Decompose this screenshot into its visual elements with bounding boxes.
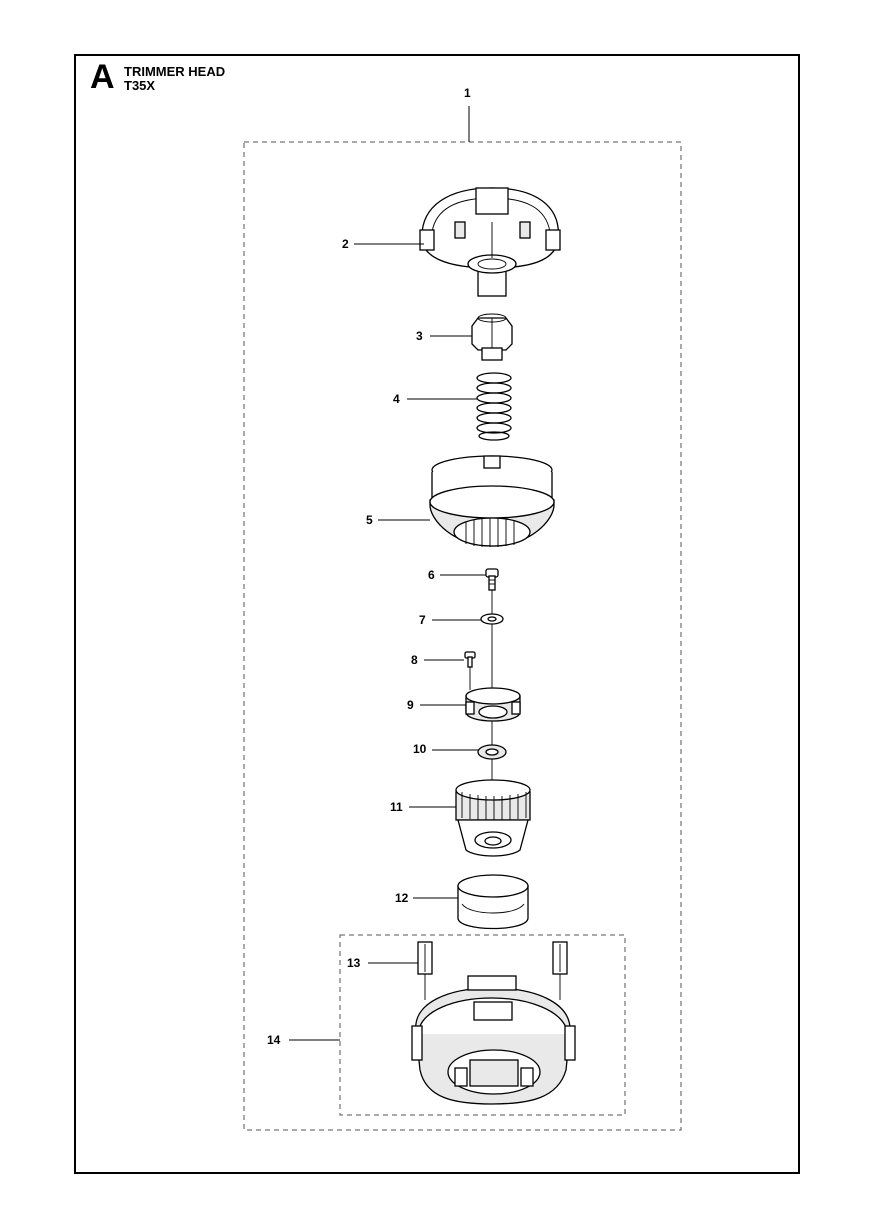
diagram-title: TRIMMER HEAD T35X — [124, 65, 225, 92]
callout-12: 12 — [395, 891, 409, 905]
callout-3: 3 — [416, 329, 423, 343]
part-10-nut — [477, 744, 507, 760]
callout-11: 11 — [390, 800, 403, 814]
callout-8: 8 — [411, 653, 418, 667]
model-text: T35X — [124, 77, 156, 93]
callout-1: 1 — [464, 86, 471, 100]
part-7-washer — [480, 613, 504, 625]
part-2-cover — [419, 187, 561, 297]
assembly-14-outline — [339, 934, 626, 1116]
callout-9: 9 — [407, 698, 414, 712]
part-3-adapter — [471, 313, 513, 361]
part-14-housing — [411, 975, 576, 1105]
callout-4: 4 — [393, 392, 400, 406]
part-4-spring — [476, 372, 512, 441]
part-12-cap — [457, 874, 529, 930]
callout-13: 13 — [347, 956, 361, 970]
part-11-knob — [455, 779, 531, 857]
callout-7: 7 — [419, 613, 426, 627]
callout-10: 10 — [413, 742, 427, 756]
part-13-clips — [417, 941, 568, 1000]
section-letter: A — [90, 58, 115, 96]
title-text: TRIMMER HEAD — [124, 64, 226, 79]
part-9-holder — [465, 687, 521, 722]
callout-6: 6 — [428, 568, 435, 582]
assembly-1-outline — [243, 141, 682, 1131]
callout-5: 5 — [366, 513, 373, 527]
part-6-screw — [485, 568, 499, 591]
part-8-screw — [464, 651, 476, 690]
callout-2: 2 — [342, 237, 349, 251]
part-5-spool — [429, 455, 555, 547]
callout-14: 14 — [267, 1033, 281, 1047]
page-frame — [74, 54, 800, 1174]
